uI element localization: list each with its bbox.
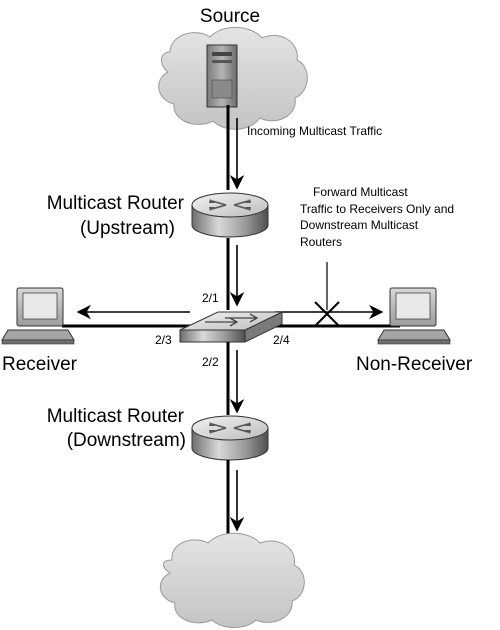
port-label-right: 2/4 xyxy=(273,333,290,347)
non-receiver-label: Non-Receiver xyxy=(356,354,473,375)
forward-note-line-4: Routers xyxy=(300,235,342,249)
downstream-cloud xyxy=(160,532,305,628)
switch-icon xyxy=(179,311,283,343)
upstream-router-label-line2: (Upstream) xyxy=(80,218,175,239)
port-label-bottom: 2/2 xyxy=(202,355,219,369)
upstream-router-label-line1: Multicast Router xyxy=(47,193,185,214)
upstream-to-switch-link xyxy=(226,238,245,310)
port-label-left: 2/3 xyxy=(155,333,172,347)
forward-note-line-2: Traffic to Receivers Only and xyxy=(300,202,454,216)
receiver-pc-icon xyxy=(1,287,75,345)
server-icon xyxy=(206,44,238,108)
incoming-traffic-label: Incoming Multicast Traffic xyxy=(247,124,382,138)
incoming-traffic-link xyxy=(226,105,245,190)
source-label: Source xyxy=(200,6,260,27)
non-receiver-pc-icon xyxy=(377,287,451,345)
forward-note-line-1: Forward Multicast xyxy=(313,185,408,199)
downstream-router-label-line2: (Downstream) xyxy=(67,430,186,451)
upstream-router-icon xyxy=(191,192,269,238)
downstream-router-icon xyxy=(191,415,269,461)
forward-note-line-3: Downstream Multicast xyxy=(300,218,419,232)
downstream-router-label-line1: Multicast Router xyxy=(47,406,185,427)
port-label-top: 2/1 xyxy=(202,291,219,305)
receiver-label: Receiver xyxy=(2,354,78,375)
forward-note: Forward Multicast Traffic to Receivers O… xyxy=(300,185,454,249)
switch-to-downstream-link xyxy=(226,342,245,415)
downstream-to-cloud-link xyxy=(226,460,245,540)
blocked-cross-icon xyxy=(314,301,340,327)
